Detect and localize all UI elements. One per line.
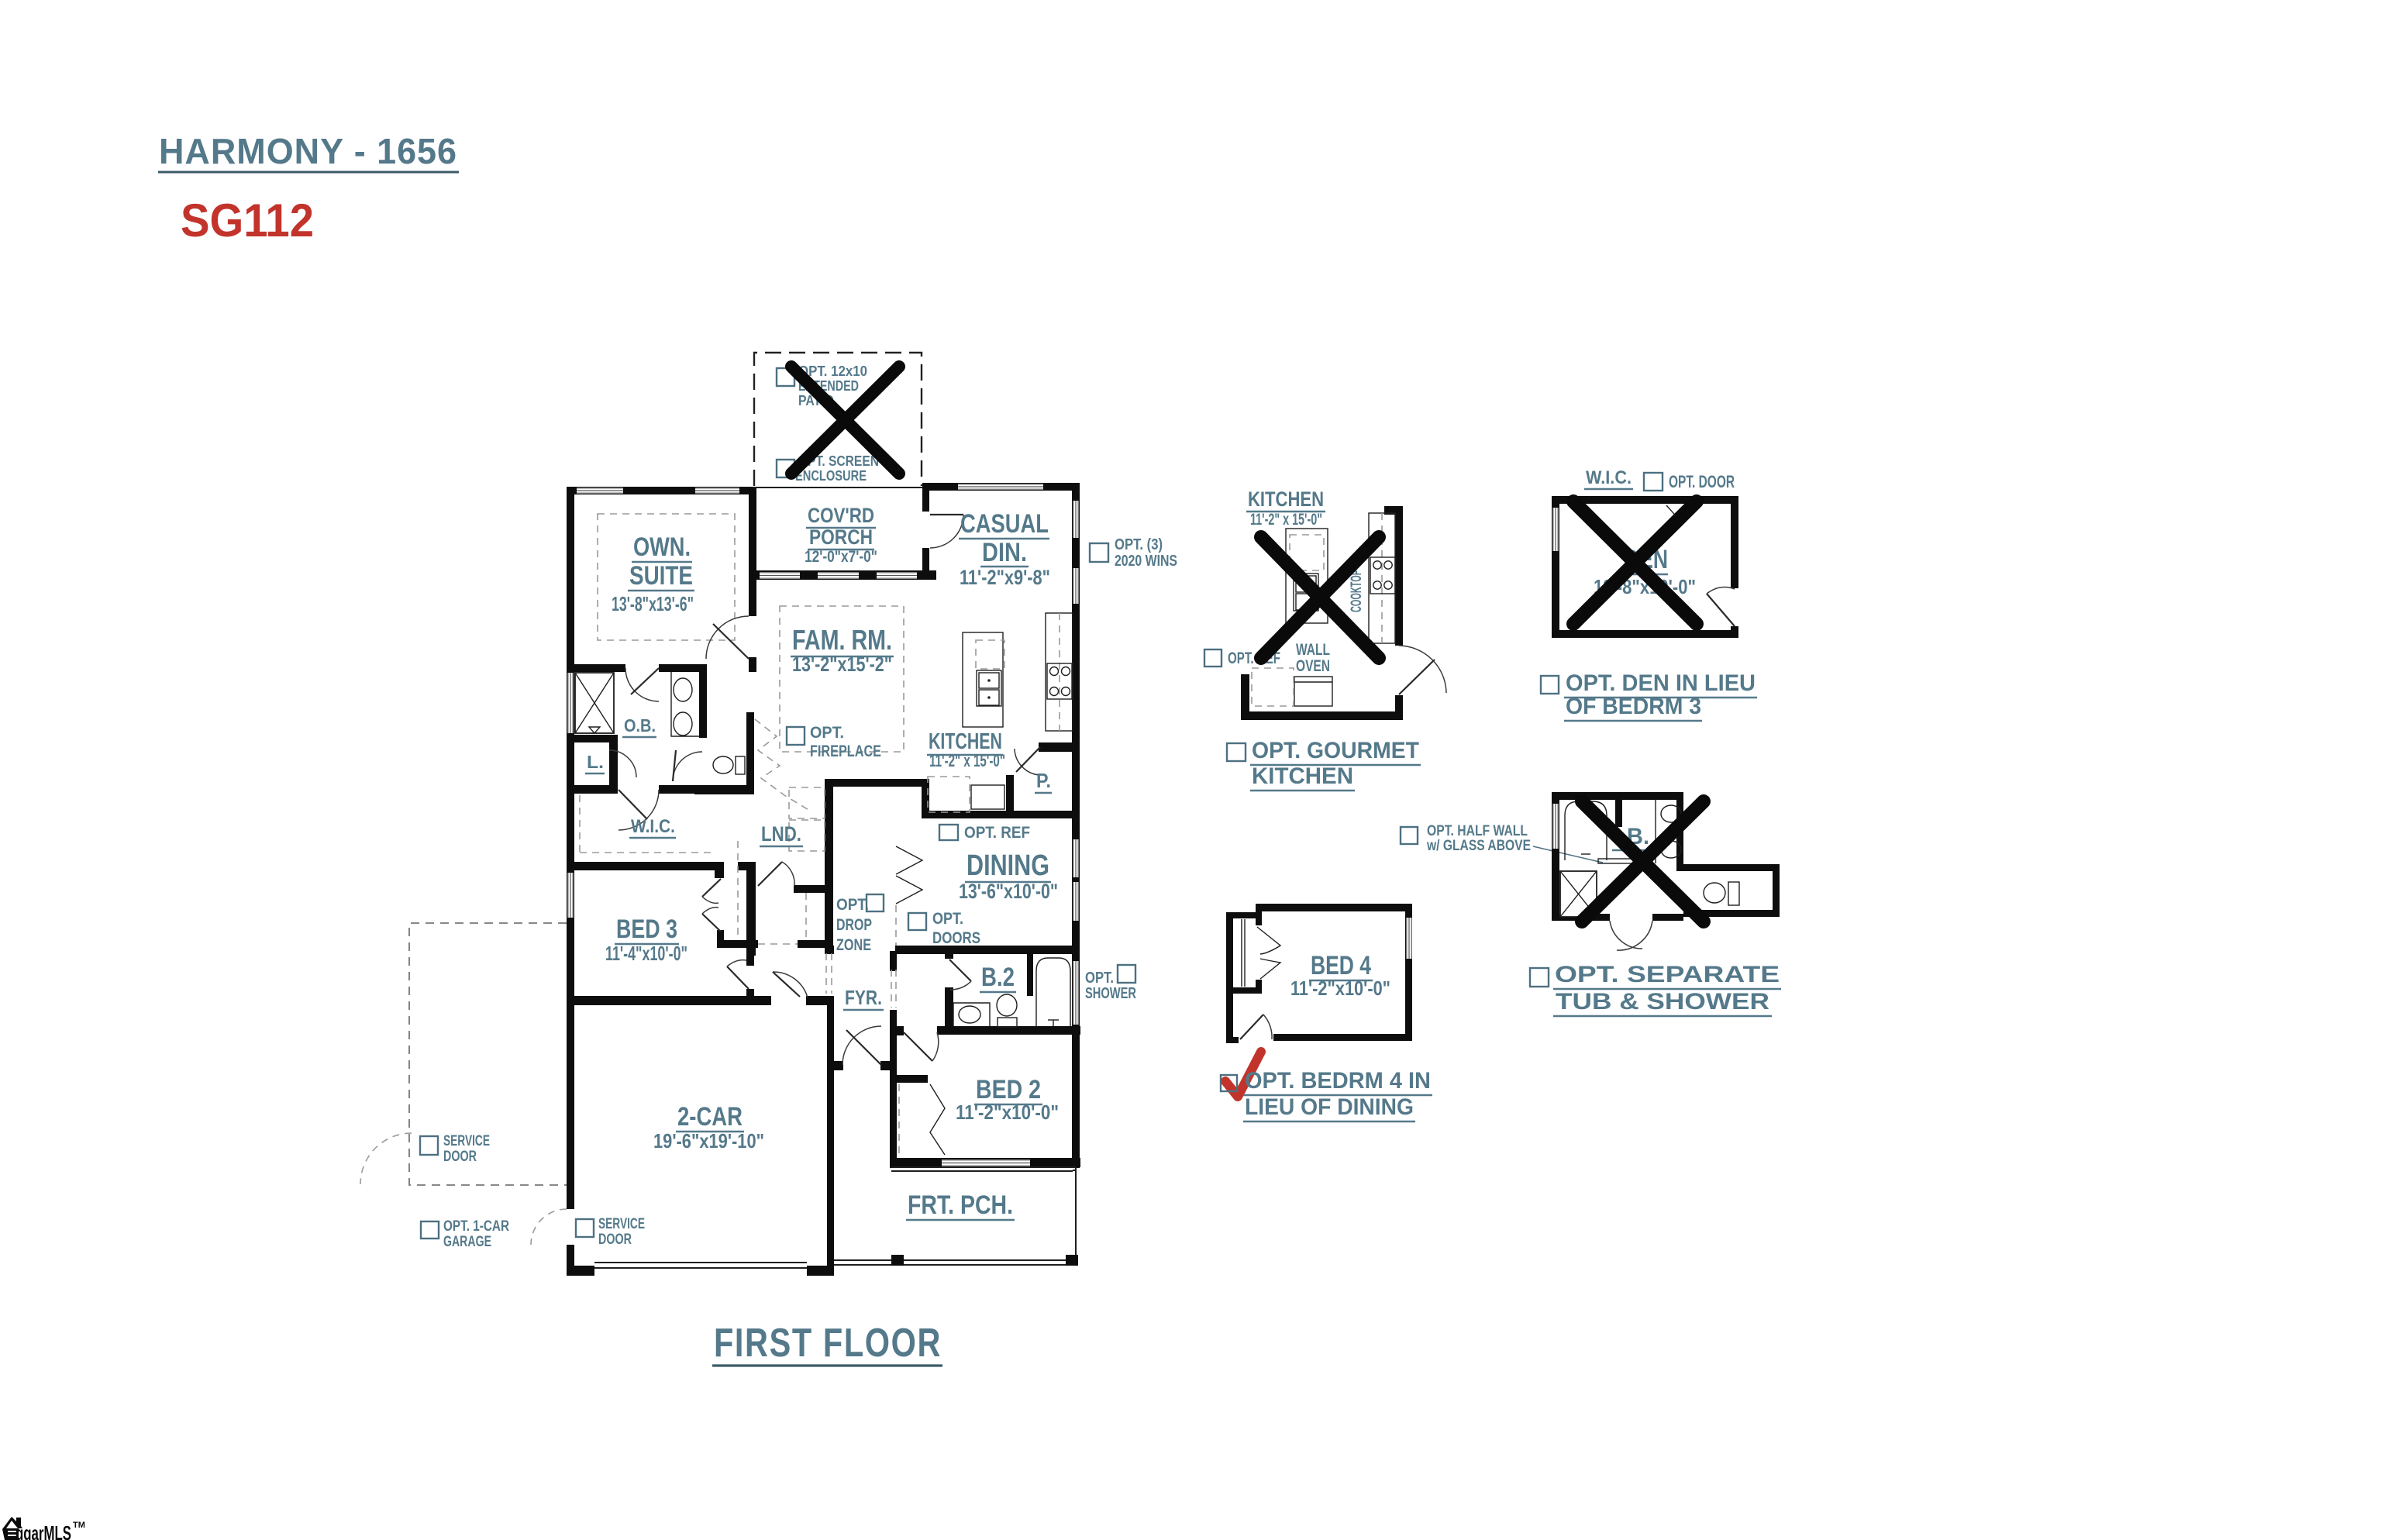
svg-text:OPT. DOOR: OPT. DOOR	[1669, 472, 1735, 491]
svg-text:FIRST FLOOR: FIRST FLOOR	[714, 1321, 942, 1366]
svg-text:SERVICE: SERVICE	[443, 1133, 490, 1149]
svg-text:OPT. GOURMET: OPT. GOURMET	[1252, 738, 1419, 763]
svg-text:FIREPLACE: FIREPLACE	[810, 742, 881, 760]
svg-text:13'-2"x15'-2": 13'-2"x15'-2"	[792, 653, 892, 676]
svg-text:TUB & SHOWER: TUB & SHOWER	[1556, 989, 1769, 1015]
svg-text:13'-6"x10'-0": 13'-6"x10'-0"	[959, 880, 1058, 903]
svg-text:PORCH: PORCH	[809, 525, 873, 549]
svg-text:P.: P.	[1036, 769, 1051, 792]
svg-text:OPT.: OPT.	[932, 910, 963, 928]
svg-text:CASUAL: CASUAL	[960, 509, 1049, 539]
svg-text:DROP: DROP	[836, 916, 872, 934]
svg-text:SHOWER: SHOWER	[1085, 985, 1136, 1002]
svg-text:12'-0"x7'-0": 12'-0"x7'-0"	[805, 548, 877, 566]
svg-text:11'-2"x9'-8": 11'-2"x9'-8"	[960, 566, 1050, 589]
svg-text:2020 WINS: 2020 WINS	[1115, 553, 1177, 570]
svg-text:KITCHEN: KITCHEN	[929, 729, 1002, 754]
svg-text:FAM. RM.: FAM. RM.	[792, 624, 892, 656]
svg-text:DOORS: DOORS	[932, 929, 980, 947]
svg-text:OPT. 12x10: OPT. 12x10	[798, 363, 867, 379]
svg-text:COV'RD: COV'RD	[808, 504, 874, 527]
svg-text:11'-2" x 15'-0": 11'-2" x 15'-0"	[929, 751, 1005, 770]
svg-text:OPT. SEPARATE: OPT. SEPARATE	[1555, 962, 1780, 987]
svg-text:DIN.: DIN.	[982, 538, 1027, 567]
svg-text:2-CAR: 2-CAR	[677, 1102, 743, 1132]
svg-text:FRT. PCH.: FRT. PCH.	[908, 1190, 1013, 1220]
svg-text:19'-6"x19'-10": 19'-6"x19'-10"	[653, 1129, 764, 1152]
svg-text:LIEU OF DINING: LIEU OF DINING	[1245, 1094, 1414, 1120]
svg-text:OF BEDRM 3: OF BEDRM 3	[1566, 694, 1701, 719]
svg-text:11'-2" x 15'-0": 11'-2" x 15'-0"	[1250, 511, 1322, 529]
svg-text:BED 3: BED 3	[616, 915, 677, 944]
svg-text:GARAGE: GARAGE	[443, 1234, 491, 1250]
svg-text:OPT. REF: OPT. REF	[964, 824, 1030, 842]
svg-text:SERVICE: SERVICE	[598, 1216, 645, 1232]
svg-text:LND.: LND.	[761, 822, 801, 846]
svg-text:SG112: SG112	[181, 195, 314, 246]
svg-text:DOOR: DOOR	[598, 1232, 632, 1248]
svg-text:O.B.: O.B.	[624, 715, 656, 736]
svg-text:L.: L.	[587, 752, 604, 772]
svg-text:TM: TM	[73, 1521, 85, 1530]
svg-text:11'-2"x10'-0": 11'-2"x10'-0"	[1290, 977, 1390, 1000]
svg-text:11'-2"x10'-0": 11'-2"x10'-0"	[956, 1101, 1059, 1124]
svg-text:OPT. HALF WALL: OPT. HALF WALL	[1427, 823, 1528, 839]
svg-text:OPT. (3): OPT. (3)	[1115, 536, 1163, 553]
svg-text:OPT. 1-CAR: OPT. 1-CAR	[443, 1218, 509, 1235]
svg-text:OVEN: OVEN	[1296, 657, 1330, 675]
svg-text:BED 2: BED 2	[976, 1075, 1041, 1104]
svg-text:ENCLOSURE: ENCLOSURE	[795, 468, 867, 484]
svg-text:13'-8"x13'-6": 13'-8"x13'-6"	[612, 592, 694, 615]
svg-text:W.I.C.: W.I.C.	[1586, 467, 1632, 488]
svg-text:ZONE: ZONE	[836, 936, 871, 954]
svg-text:OWN.: OWN.	[633, 532, 691, 562]
svg-text:WALL: WALL	[1296, 641, 1330, 659]
svg-text:OPT. SCREEN: OPT. SCREEN	[798, 453, 879, 469]
svg-text:COOKTOP: COOKTOP	[1349, 570, 1365, 612]
svg-text:W.I.C.: W.I.C.	[631, 816, 675, 837]
svg-text:KITCHEN: KITCHEN	[1252, 763, 1353, 789]
svg-text:HARMONY - 1656: HARMONY - 1656	[159, 131, 457, 171]
svg-text:B.2: B.2	[981, 963, 1015, 992]
svg-text:OPT.: OPT.	[810, 724, 844, 742]
svg-text:SUITE: SUITE	[629, 561, 693, 591]
svg-text:DOOR: DOOR	[443, 1149, 477, 1165]
svg-text:w/ GLASS ABOVE: w/ GLASS ABOVE	[1426, 838, 1531, 854]
svg-text:OPT. BEDRM 4 IN: OPT. BEDRM 4 IN	[1245, 1068, 1431, 1094]
svg-text:OPT.: OPT.	[1085, 970, 1114, 987]
svg-text:11'-4"x10'-0": 11'-4"x10'-0"	[605, 942, 687, 965]
svg-text:KITCHEN: KITCHEN	[1248, 487, 1324, 511]
svg-text:ggarMLS: ggarMLS	[16, 1521, 71, 1540]
svg-text:OPT. DEN IN LIEU: OPT. DEN IN LIEU	[1566, 670, 1756, 696]
svg-text:OPT.: OPT.	[836, 896, 869, 914]
svg-text:FYR.: FYR.	[845, 986, 882, 1009]
svg-text:DINING: DINING	[967, 849, 1049, 882]
svg-text:BED 4: BED 4	[1311, 951, 1371, 980]
